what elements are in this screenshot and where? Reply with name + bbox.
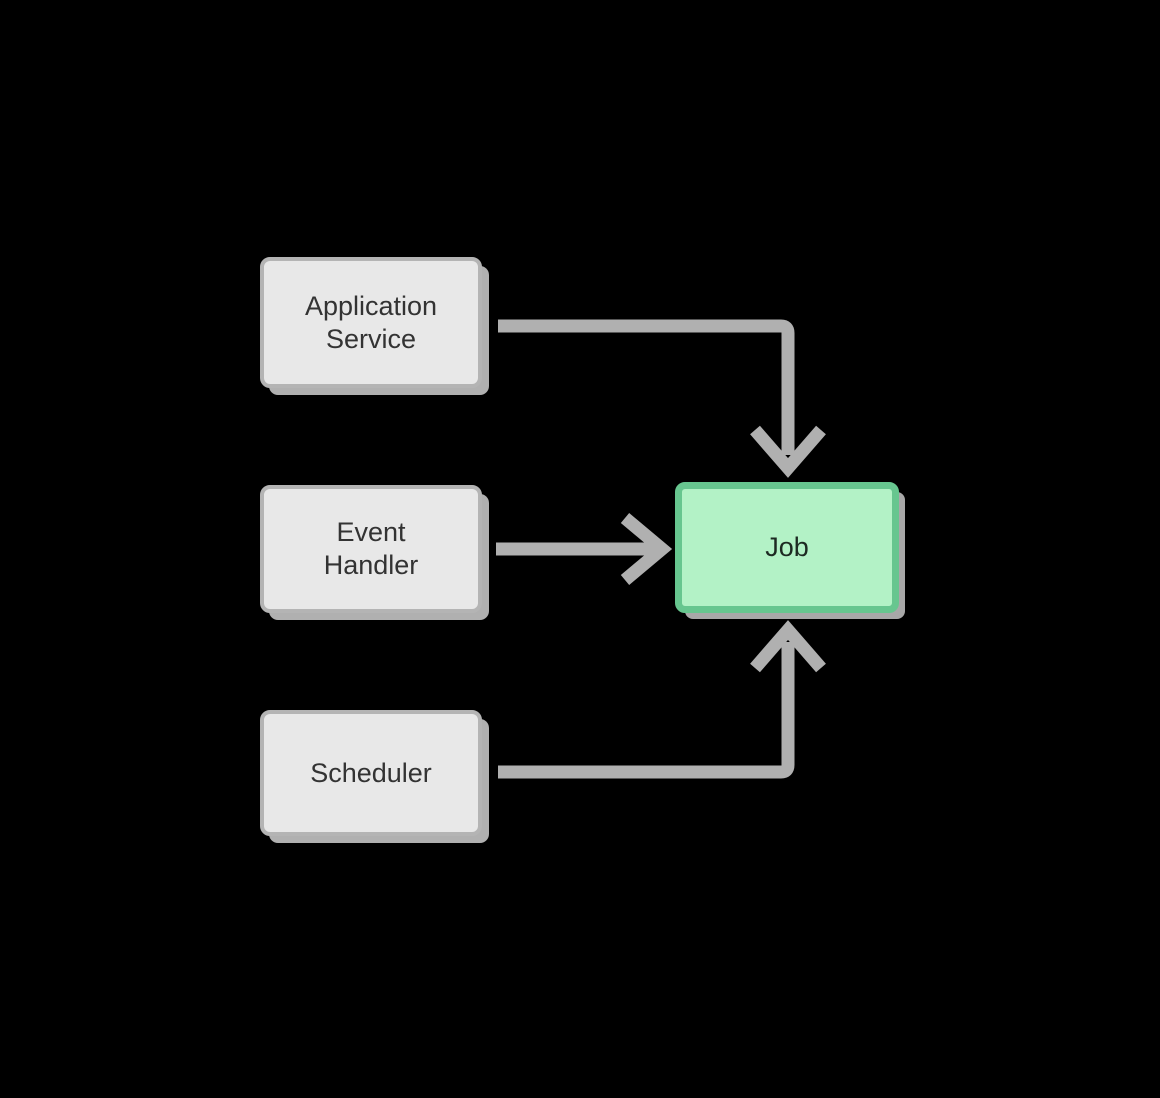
edge-scheduler-to-job <box>498 620 826 779</box>
node-application-service-label: Application Service <box>304 290 438 354</box>
node-scheduler-label: Scheduler <box>310 757 432 788</box>
edge-line-scheduler-to-job <box>498 642 795 779</box>
node-event-handler-label: Event Handler <box>323 517 419 580</box>
node-scheduler[interactable]: Scheduler <box>260 710 482 836</box>
edge-line-application-service-to-job <box>498 319 795 455</box>
node-application-service[interactable]: Application Service <box>260 257 482 388</box>
arrowhead-right-icon <box>620 513 673 585</box>
arrowhead-up-icon <box>750 620 826 673</box>
node-job-label: Job <box>765 532 809 563</box>
edge-event-handler-to-job <box>496 513 673 585</box>
edge-application-service-to-job <box>498 319 826 478</box>
node-job[interactable]: Job <box>675 482 899 613</box>
node-event-handler[interactable]: Event Handler <box>260 485 482 613</box>
arrowhead-down-icon <box>750 425 826 478</box>
